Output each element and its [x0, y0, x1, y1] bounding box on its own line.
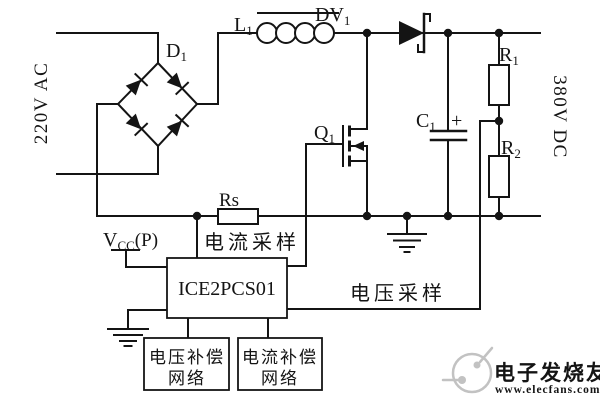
vcc-label: VCC(P): [103, 229, 158, 253]
capacitor-label: C1: [416, 110, 436, 134]
capacitor-icon: [429, 129, 468, 142]
inductor-coil-icon: [256, 12, 339, 44]
dc-output-label: 380V DC: [549, 75, 570, 159]
resistor-rs-icon: [217, 208, 259, 225]
current-comp-box: [237, 337, 323, 391]
gate-wire: [286, 143, 344, 267]
resistor-rs-label: Rs: [219, 190, 239, 211]
voltage-sense-label: 电压采样: [350, 282, 446, 305]
mosfet-label: Q1: [314, 122, 335, 146]
capacitor-polarity-label: +: [451, 110, 462, 132]
current-comp-label-line2: 网络: [261, 369, 299, 388]
compensation-link-wires: [187, 317, 269, 339]
voltage-comp-label-line2: 网络: [168, 369, 206, 388]
controller-ground-wire: [127, 309, 168, 330]
mosfet-icon: [342, 125, 368, 167]
resistor-r2-icon: [488, 155, 510, 198]
bridge-positive-wire: [196, 32, 258, 105]
bridge-diode-lower-left-icon: [125, 113, 149, 137]
bridge-negative-wire: [96, 103, 119, 217]
ac-top-wire: [56, 32, 159, 64]
watermark: 电子发烧友 www.elecfans.com: [441, 346, 600, 396]
bridge-diamond: [116, 61, 199, 148]
main-ground-icon: [387, 233, 427, 253]
elecfans-logo-icon: [441, 346, 494, 394]
watermark-url: www.elecfans.com: [495, 384, 600, 396]
boost-diode-icon: [399, 12, 431, 54]
ac-bottom-wire: [56, 145, 159, 175]
resistor-r2-label: R2: [501, 137, 521, 161]
bridge-diode-lower-right-icon: [166, 113, 190, 137]
current-sense-label: 电流采样: [204, 231, 300, 254]
voltage-comp-label-line1: 电压补偿: [149, 348, 225, 367]
watermark-brand: 电子发烧友: [494, 361, 600, 385]
boost-diode-label: DV1: [315, 4, 350, 28]
bridge-rectifier: [116, 61, 199, 148]
vcc-wire: [111, 249, 168, 268]
resistor-r1-icon: [488, 64, 510, 106]
bridge-diode-upper-right-icon: [166, 72, 190, 96]
ac-input-label: 220V AC: [31, 62, 52, 144]
controller-label: ICE2PCS01: [178, 278, 276, 300]
bridge-diode-upper-left-icon: [125, 72, 149, 96]
bridge-label: D1: [166, 40, 187, 64]
voltage-sense-wire: [286, 120, 500, 310]
controller-box: [166, 257, 288, 319]
voltage-comp-box: [143, 337, 230, 391]
resistor-r1-label: R1: [499, 44, 519, 68]
junction-dots: [192, 28, 504, 221]
inductor-label: L1: [234, 14, 253, 38]
controller-ground-icon: [107, 328, 149, 347]
current-comp-label-line1: 电流补偿: [242, 348, 318, 367]
